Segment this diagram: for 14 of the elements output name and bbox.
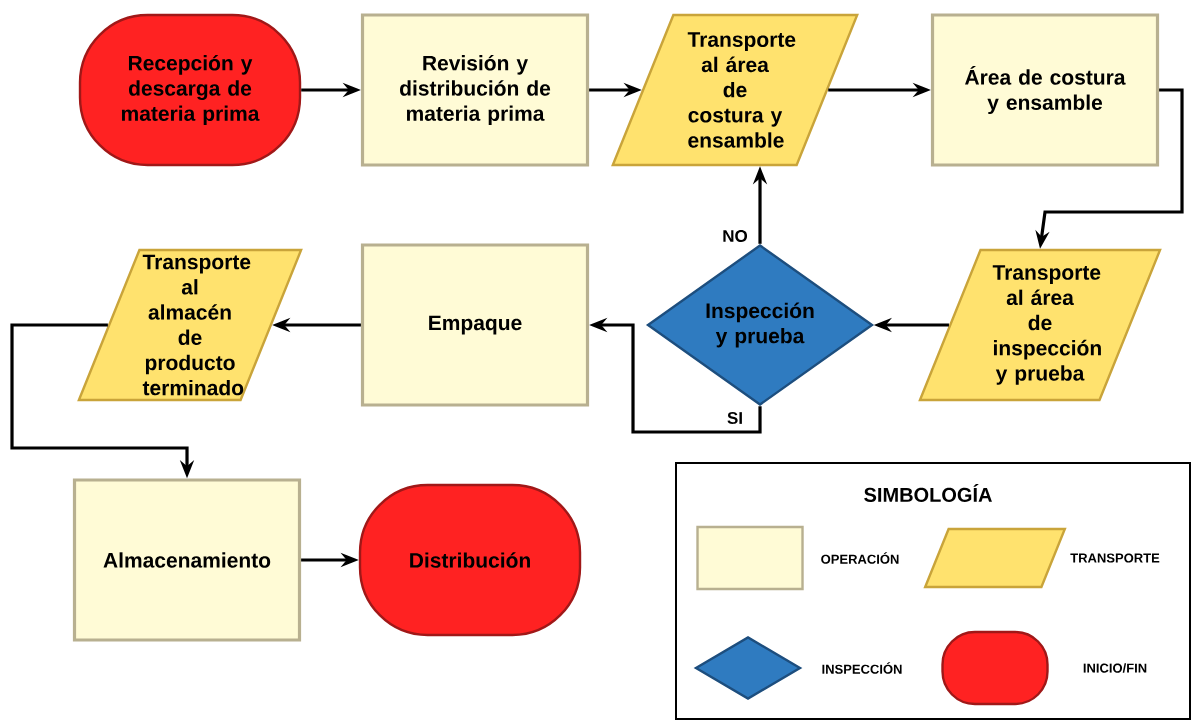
legend-title: SIMBOLOGÍA (864, 484, 992, 502)
transport-parallelogram: Transporte al área de costura y ensamble (611, 13, 859, 167)
process-box: Empaque (360, 243, 590, 407)
legend-label: TRANSPORTE (1070, 553, 1160, 563)
legend-label: INSPECCIÓN (822, 662, 902, 674)
transport-parallelogram: Transporte al almacén de producto terminado (77, 248, 303, 402)
legend-label: OPERACIÓN (821, 552, 899, 564)
legend-label: INICIO/FIN (1083, 663, 1147, 673)
transport-parallelogram: Transporte al área de inspección y prueba (918, 248, 1162, 402)
edge-label: SI (725, 410, 746, 427)
process-box: Almacenamiento (72, 478, 302, 642)
edge-label: NO (720, 228, 750, 245)
process-box: Revisión y distribución de materia prima (360, 13, 590, 167)
process-box: Área de costura y ensamble (930, 13, 1160, 167)
